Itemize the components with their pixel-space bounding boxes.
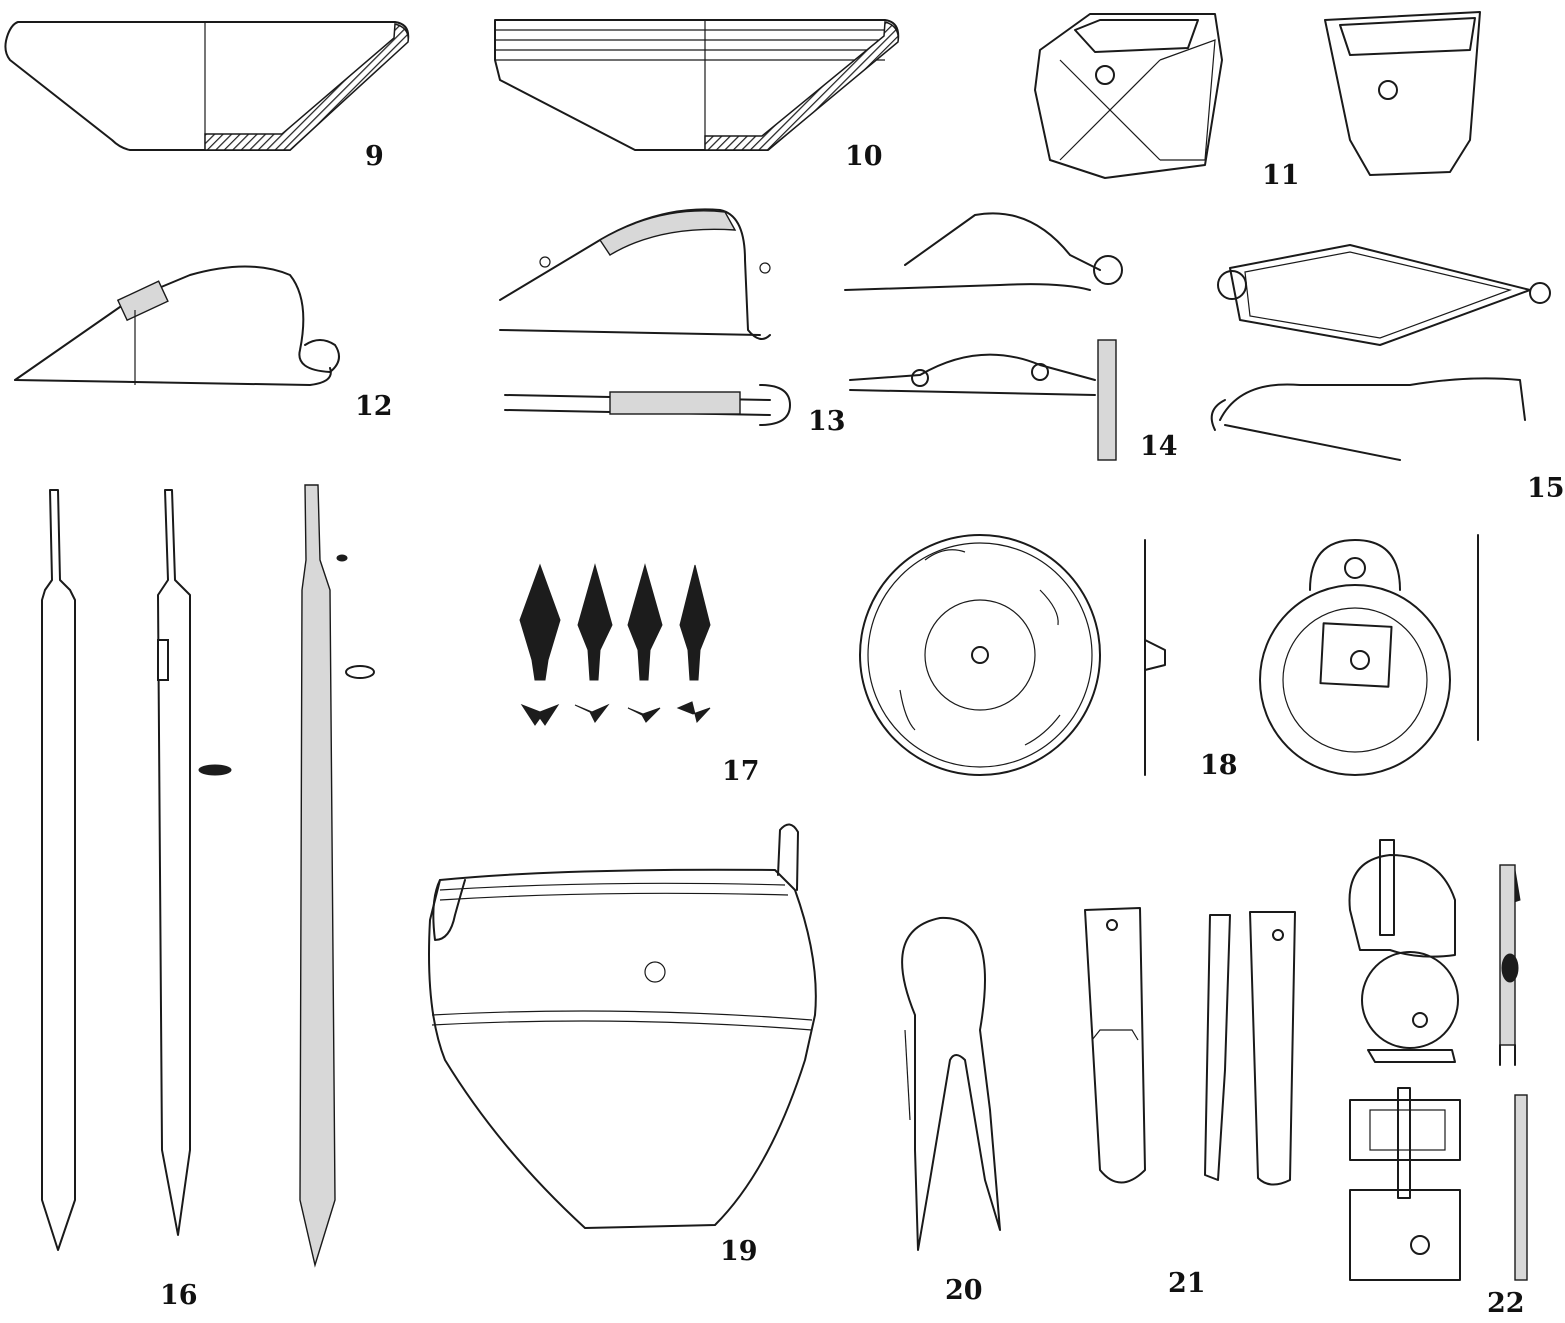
figure-label-19: 19 [720, 1236, 758, 1267]
figure-label-10: 10 [845, 141, 883, 172]
fig-11-cube-views [1034, 11, 1481, 179]
figure-label-21: 21 [1168, 1268, 1206, 1299]
fig-14-fibula [844, 212, 1123, 461]
fig-12-fibula [14, 265, 340, 386]
fig-15-fibula [1210, 244, 1551, 461]
fig-18-discs [859, 534, 1479, 776]
figure-label-9: 9 [365, 141, 384, 172]
figure-label-18: 18 [1200, 750, 1238, 781]
fig-21-strap-ends [1084, 907, 1296, 1186]
figure-label-22: 22 [1487, 1288, 1525, 1319]
figure-label-16: 16 [160, 1280, 198, 1311]
fig-16-swords [41, 484, 375, 1268]
fig-13-fibula [499, 208, 791, 426]
figure-label-11: 11 [1262, 160, 1300, 191]
fig-10-bowl [494, 19, 900, 151]
fig-9-bowl [4, 21, 410, 151]
figure-label-13: 13 [808, 406, 846, 437]
fig-19-vessel [428, 823, 817, 1229]
figure-label-15: 15 [1527, 473, 1565, 504]
figure-label-20: 20 [945, 1275, 983, 1306]
fig-22-buckles [1348, 839, 1528, 1281]
fig-17-arrowheads [519, 563, 711, 726]
figure-label-12: 12 [355, 391, 393, 422]
figure-label-17: 17 [722, 756, 760, 787]
figure-label-14: 14 [1140, 431, 1178, 462]
fig-20-tweezers [901, 916, 1001, 1251]
